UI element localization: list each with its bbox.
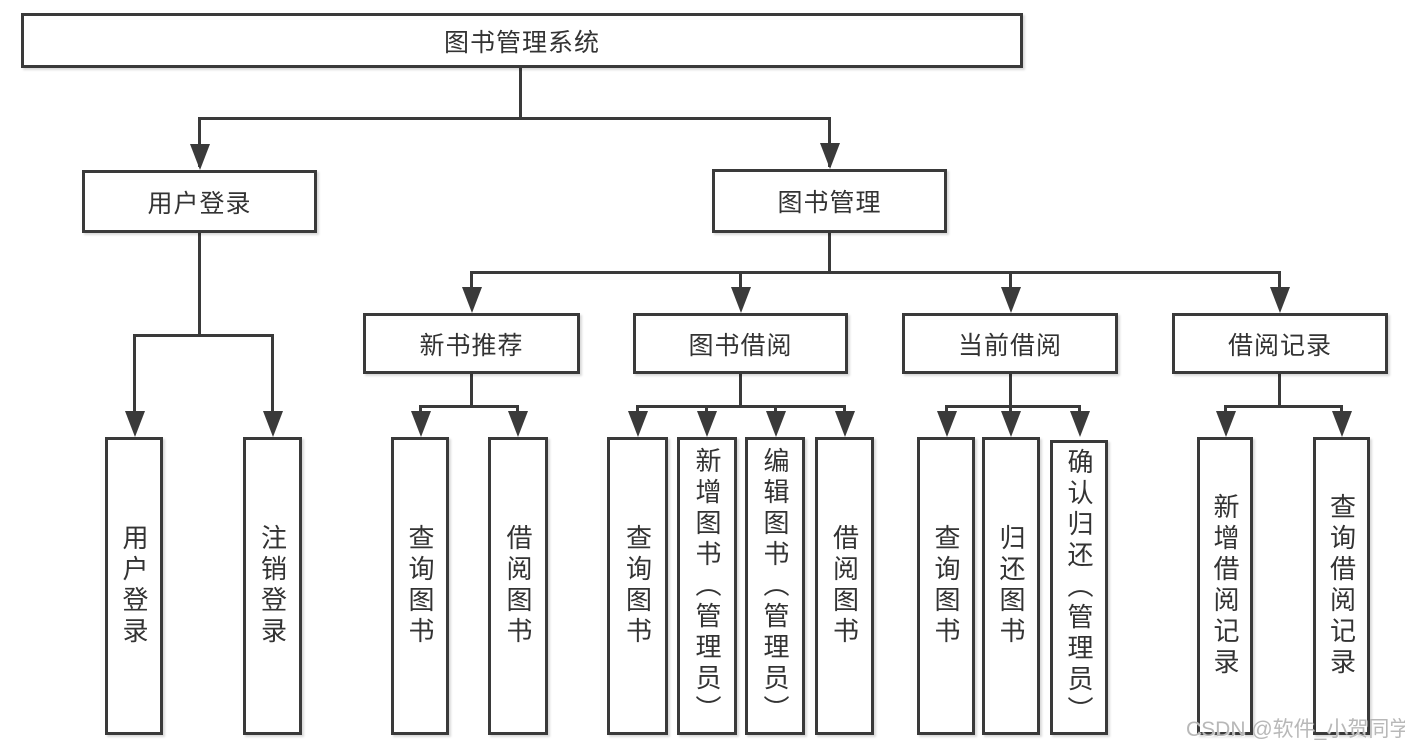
- arrow-down-icon: [628, 411, 648, 437]
- connector-line: [739, 374, 742, 408]
- node-label: 图书管理: [777, 189, 882, 217]
- connector-line: [419, 405, 519, 408]
- connector-line: [828, 117, 831, 167]
- leaf-recommend-borrow-books: 借阅图书: [488, 437, 548, 735]
- arrow-down-icon: [190, 144, 210, 170]
- arrow-down-icon: [462, 287, 482, 313]
- leaf-borrow-query-books: 查询图书: [607, 437, 668, 735]
- node-label: 查询图书: [931, 524, 961, 648]
- node-label: 确认归还（管理员）: [1064, 448, 1094, 727]
- leaf-current-return-books: 归还图书: [982, 437, 1040, 735]
- node-new-book-recommendation: 新书推荐: [363, 313, 580, 374]
- node-label: 借阅图书: [829, 524, 860, 648]
- node-label: 注销登录: [257, 524, 288, 648]
- node-label: 查询图书: [622, 524, 653, 648]
- node-label: 新增图书（管理员）: [692, 446, 722, 726]
- node-label: 新增借阅记录: [1210, 493, 1240, 679]
- node-label: 新书推荐: [419, 331, 524, 360]
- leaf-borrow-borrow-books: 借阅图书: [815, 437, 874, 735]
- arrow-down-icon: [1216, 411, 1236, 437]
- connector-line: [198, 117, 201, 167]
- node-label: 编辑图书（管理员）: [760, 446, 790, 726]
- connector-line: [1009, 271, 1012, 301]
- arrow-down-icon: [1001, 287, 1021, 313]
- node-label: 借阅图书: [503, 524, 533, 648]
- node-label: 用户登录: [147, 189, 252, 218]
- arrow-down-icon: [820, 143, 840, 169]
- leaf-current-query-books: 查询图书: [917, 437, 975, 735]
- node-label: 归还图书: [996, 524, 1026, 648]
- arrow-down-icon: [697, 411, 717, 437]
- node-book-borrowing: 图书借阅: [633, 313, 848, 374]
- node-label: 图书借阅: [688, 331, 793, 360]
- node-root: 图书管理系统: [21, 13, 1023, 68]
- node-user-login: 用户登录: [82, 170, 317, 233]
- arrow-down-icon: [731, 287, 751, 313]
- connector-line: [1278, 374, 1281, 408]
- connector-line: [470, 271, 473, 301]
- leaf-borrow-edit-books-admin: 编辑图书（管理员）: [745, 437, 805, 735]
- arrow-down-icon: [125, 411, 145, 437]
- arrow-down-icon: [937, 411, 957, 437]
- connector-line: [519, 68, 522, 118]
- node-label: 图书管理系统: [443, 28, 600, 57]
- connector-line: [636, 405, 846, 408]
- arrow-down-icon: [263, 411, 283, 437]
- node-borrowing-records: 借阅记录: [1172, 313, 1388, 374]
- connector-line: [828, 233, 831, 274]
- watermark: CSDN @软件_小贺同学: [1186, 718, 1405, 741]
- node-label: 查询图书: [405, 524, 435, 648]
- connector-line: [271, 334, 274, 414]
- connector-line: [133, 334, 136, 414]
- leaf-records-add-record: 新增借阅记录: [1197, 437, 1253, 735]
- leaf-borrow-add-books-admin: 新增图书（管理员）: [677, 437, 737, 735]
- leaf-records-query-record: 查询借阅记录: [1313, 437, 1370, 735]
- connector-line: [198, 117, 831, 120]
- arrow-down-icon: [1332, 411, 1352, 437]
- connector-line: [133, 334, 274, 337]
- node-current-borrowing: 当前借阅: [902, 313, 1118, 374]
- connector-line: [1278, 271, 1281, 301]
- node-label: 查询借阅记录: [1326, 493, 1357, 679]
- arrow-down-icon: [766, 411, 786, 437]
- connector-line: [470, 374, 473, 408]
- node-label: 当前借阅: [957, 331, 1062, 360]
- arrow-down-icon: [1070, 411, 1090, 437]
- connector-line: [739, 271, 742, 301]
- connector-line: [470, 271, 1281, 274]
- leaf-current-confirm-return-admin: 确认归还（管理员）: [1050, 440, 1108, 735]
- leaf-user-login: 用户登录: [105, 437, 163, 735]
- node-label: 用户登录: [119, 524, 149, 648]
- arrow-down-icon: [1001, 411, 1021, 437]
- leaf-logout: 注销登录: [243, 437, 302, 735]
- connector-line: [1224, 405, 1342, 408]
- node-label: 借阅记录: [1227, 331, 1332, 360]
- connector-line: [1009, 374, 1012, 408]
- connector-line: [945, 405, 1081, 408]
- arrow-down-icon: [1270, 287, 1290, 313]
- connector-line: [198, 233, 201, 336]
- node-book-management: 图书管理: [712, 169, 947, 233]
- leaf-recommend-query-books: 查询图书: [391, 437, 449, 735]
- arrow-down-icon: [508, 411, 528, 437]
- arrow-down-icon: [835, 411, 855, 437]
- arrow-down-icon: [411, 411, 431, 437]
